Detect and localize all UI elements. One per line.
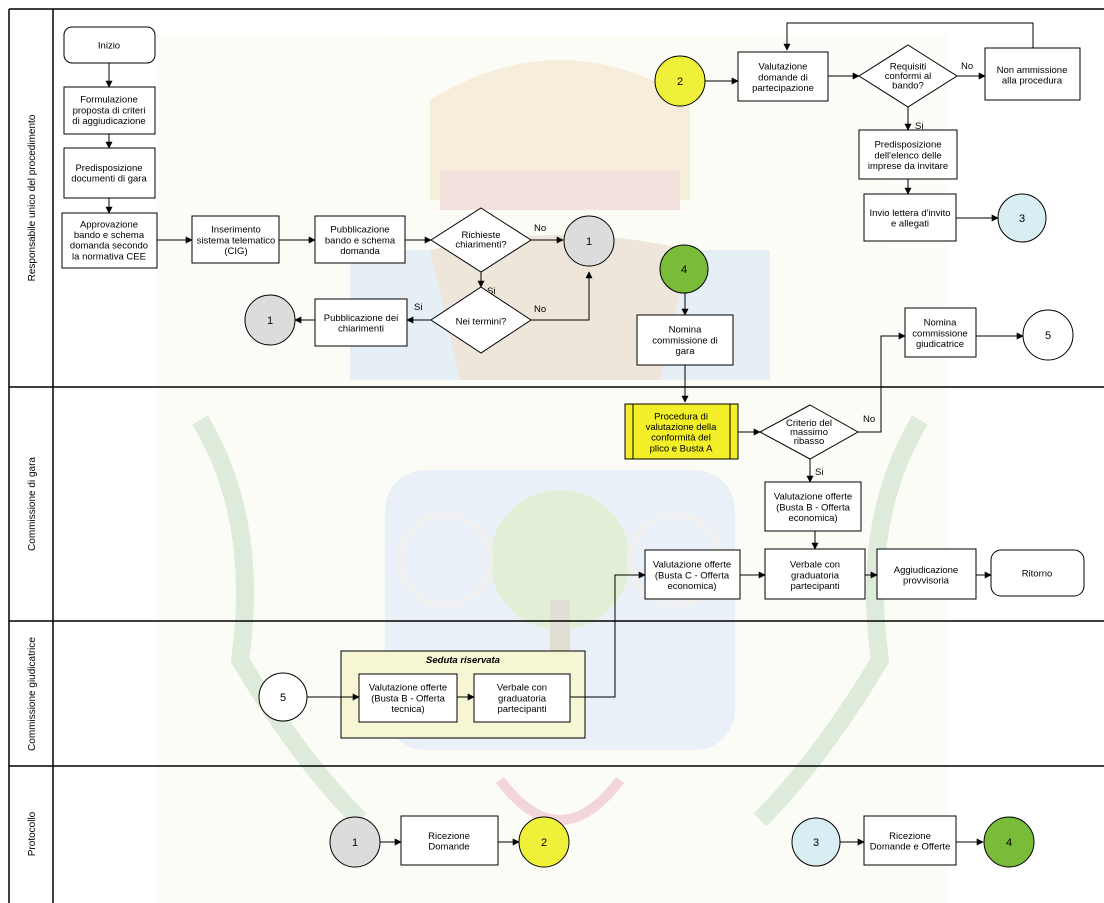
- lane-title-protocollo: Protocollo: [27, 811, 38, 856]
- node-formulazione: [63, 86, 156, 135]
- connector-2-protocollo-label: 2: [541, 837, 547, 849]
- node-approvazione: [61, 212, 158, 269]
- seduta-riservata-title: Seduta riservata: [426, 655, 500, 666]
- node-procedura-valutazione: [624, 403, 739, 460]
- lane-title-rup: Responsabile unico del procedimento: [27, 114, 38, 281]
- edge-label-no-criterio: No: [863, 414, 875, 425]
- connectors: 1 1 2 3 4 5 5 1 2 3 4: [244, 55, 1074, 868]
- node-ricezione-domande: [400, 815, 499, 866]
- connector-2-top: [654, 55, 706, 107]
- connector-1-left-label: 1: [267, 315, 273, 327]
- node-valutazione-b-tecnica: [358, 673, 458, 723]
- node-verbale-giud: [473, 673, 571, 723]
- decision-nei-termini: [430, 286, 532, 354]
- connector-1-top-label: 1: [586, 236, 592, 248]
- connector-2-top-label: 2: [677, 76, 683, 88]
- edge-label-si-richieste: Si: [487, 286, 495, 297]
- connector-1-left: [244, 294, 296, 346]
- connector-5-left: [258, 672, 308, 722]
- node-inizio: [63, 26, 156, 64]
- node-valutazione-b-econ: [764, 481, 862, 532]
- connector-4-top: [659, 244, 709, 294]
- connector-3-top: [997, 193, 1047, 243]
- node-non-ammissione: [984, 47, 1081, 101]
- node-valutazione-domande: [737, 51, 829, 102]
- edges: [105, 22, 1034, 846]
- connector-1-protocollo-label: 1: [352, 837, 358, 849]
- edge-label-si-termini: Si: [414, 302, 422, 313]
- node-nomina-gara: [636, 314, 734, 366]
- connector-1-protocollo: [329, 816, 381, 868]
- connector-2-protocollo: [518, 816, 570, 868]
- lane-title-commissione-gara: Commissione di gara: [27, 457, 38, 551]
- node-nomina-giudicatrice: [904, 307, 977, 358]
- connector-1-top: [563, 215, 615, 267]
- edge-label-si-criterio: Si: [815, 467, 823, 478]
- edge-label-no-richieste: No: [534, 223, 546, 234]
- connector-3-protocollo-label: 3: [813, 837, 819, 849]
- node-ritorno-label: Ritorno: [1022, 568, 1053, 579]
- node-verbale-gara: [764, 548, 866, 600]
- node-aggiudicazione: [876, 548, 977, 600]
- node-valutazione-c: [644, 549, 741, 600]
- connector-5-left-label: 5: [280, 692, 286, 704]
- node-inizio-label: Inizio: [98, 40, 120, 51]
- decision-richieste-chiarimenti: [430, 207, 532, 273]
- connector-5-top-label: 5: [1045, 330, 1051, 342]
- connector-4-top-label: 4: [681, 264, 687, 276]
- decision-requisiti: [858, 44, 958, 108]
- node-ritorno: [990, 549, 1085, 597]
- node-pubblicazione-chiarimenti: [314, 298, 408, 347]
- edge-label-si-requisiti: Si: [915, 121, 923, 132]
- lane-title-commissione-giudicatrice: Commissione giudicatrice: [27, 637, 38, 751]
- decision-nei-termini-label: Nei termini?: [456, 316, 507, 327]
- connector-5-top: [1022, 309, 1074, 361]
- node-inserimento: [191, 215, 280, 264]
- coat-of-arms-watermark: [157, 35, 947, 903]
- edge-label-no-requisiti: No: [961, 61, 973, 72]
- decision-criterio: [758, 404, 860, 460]
- node-predisposizione-doc: [63, 147, 156, 199]
- node-pubblicazione-bando: [314, 215, 406, 264]
- swimlanes: Responsabile unico del procedimento Comm…: [8, 8, 1104, 903]
- connector-4-protocollo-label: 4: [1006, 837, 1012, 849]
- connector-3-top-label: 3: [1019, 213, 1025, 225]
- node-invio-lettera: [863, 193, 957, 242]
- node-ricezione-domande-offerte: [863, 815, 957, 866]
- edge-label-no-termini: No: [534, 304, 546, 315]
- connector-4-protocollo: [983, 816, 1035, 868]
- node-predisposizione-elenco: [858, 129, 958, 180]
- connector-3-protocollo: [791, 817, 841, 867]
